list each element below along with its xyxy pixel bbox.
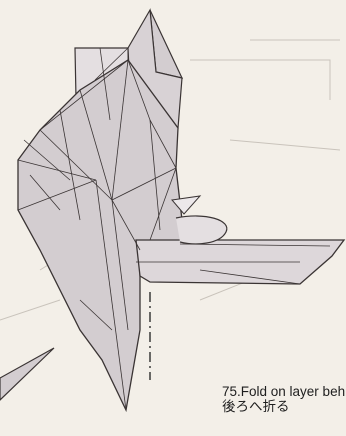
lower-left-flap bbox=[0, 348, 54, 400]
step-caption: 75.Fold on layer behir 後ろへ折る bbox=[222, 384, 346, 414]
caption-english: 75.Fold on layer behir bbox=[222, 384, 346, 399]
caption-japanese: 後ろへ折る bbox=[222, 399, 346, 414]
